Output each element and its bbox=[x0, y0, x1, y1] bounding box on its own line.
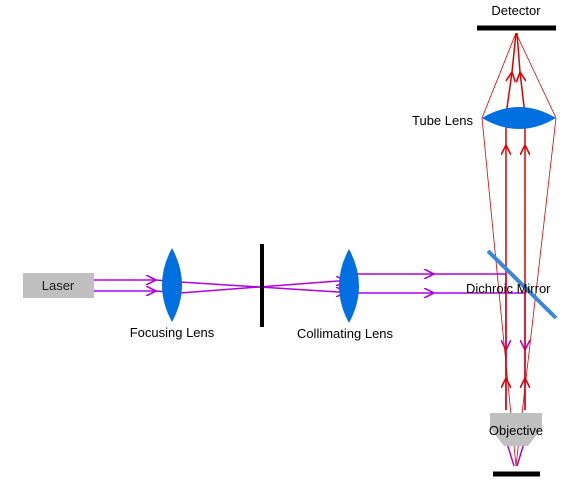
dichroic-mirror-label: Dichroic Mirror bbox=[466, 281, 551, 296]
objective-body bbox=[490, 413, 542, 446]
fluorescence-beam bbox=[506, 32, 525, 410]
objective-label: Objective bbox=[489, 423, 543, 438]
collimating-lens bbox=[339, 249, 359, 323]
collimating-lens-label: Collimating Lens bbox=[297, 326, 394, 341]
fluorescence-cone bbox=[481, 32, 557, 467]
focusing-lens bbox=[162, 248, 182, 322]
laser-beam bbox=[94, 274, 525, 467]
dichroic-mirror bbox=[486, 249, 558, 320]
tube-lens-label: Tube Lens bbox=[412, 113, 473, 128]
focusing-lens-label: Focusing Lens bbox=[130, 325, 215, 340]
detector-label: Detector bbox=[491, 3, 541, 18]
laser-box bbox=[23, 273, 94, 298]
laser-label: Laser bbox=[42, 278, 75, 293]
tube-lens bbox=[482, 107, 556, 129]
